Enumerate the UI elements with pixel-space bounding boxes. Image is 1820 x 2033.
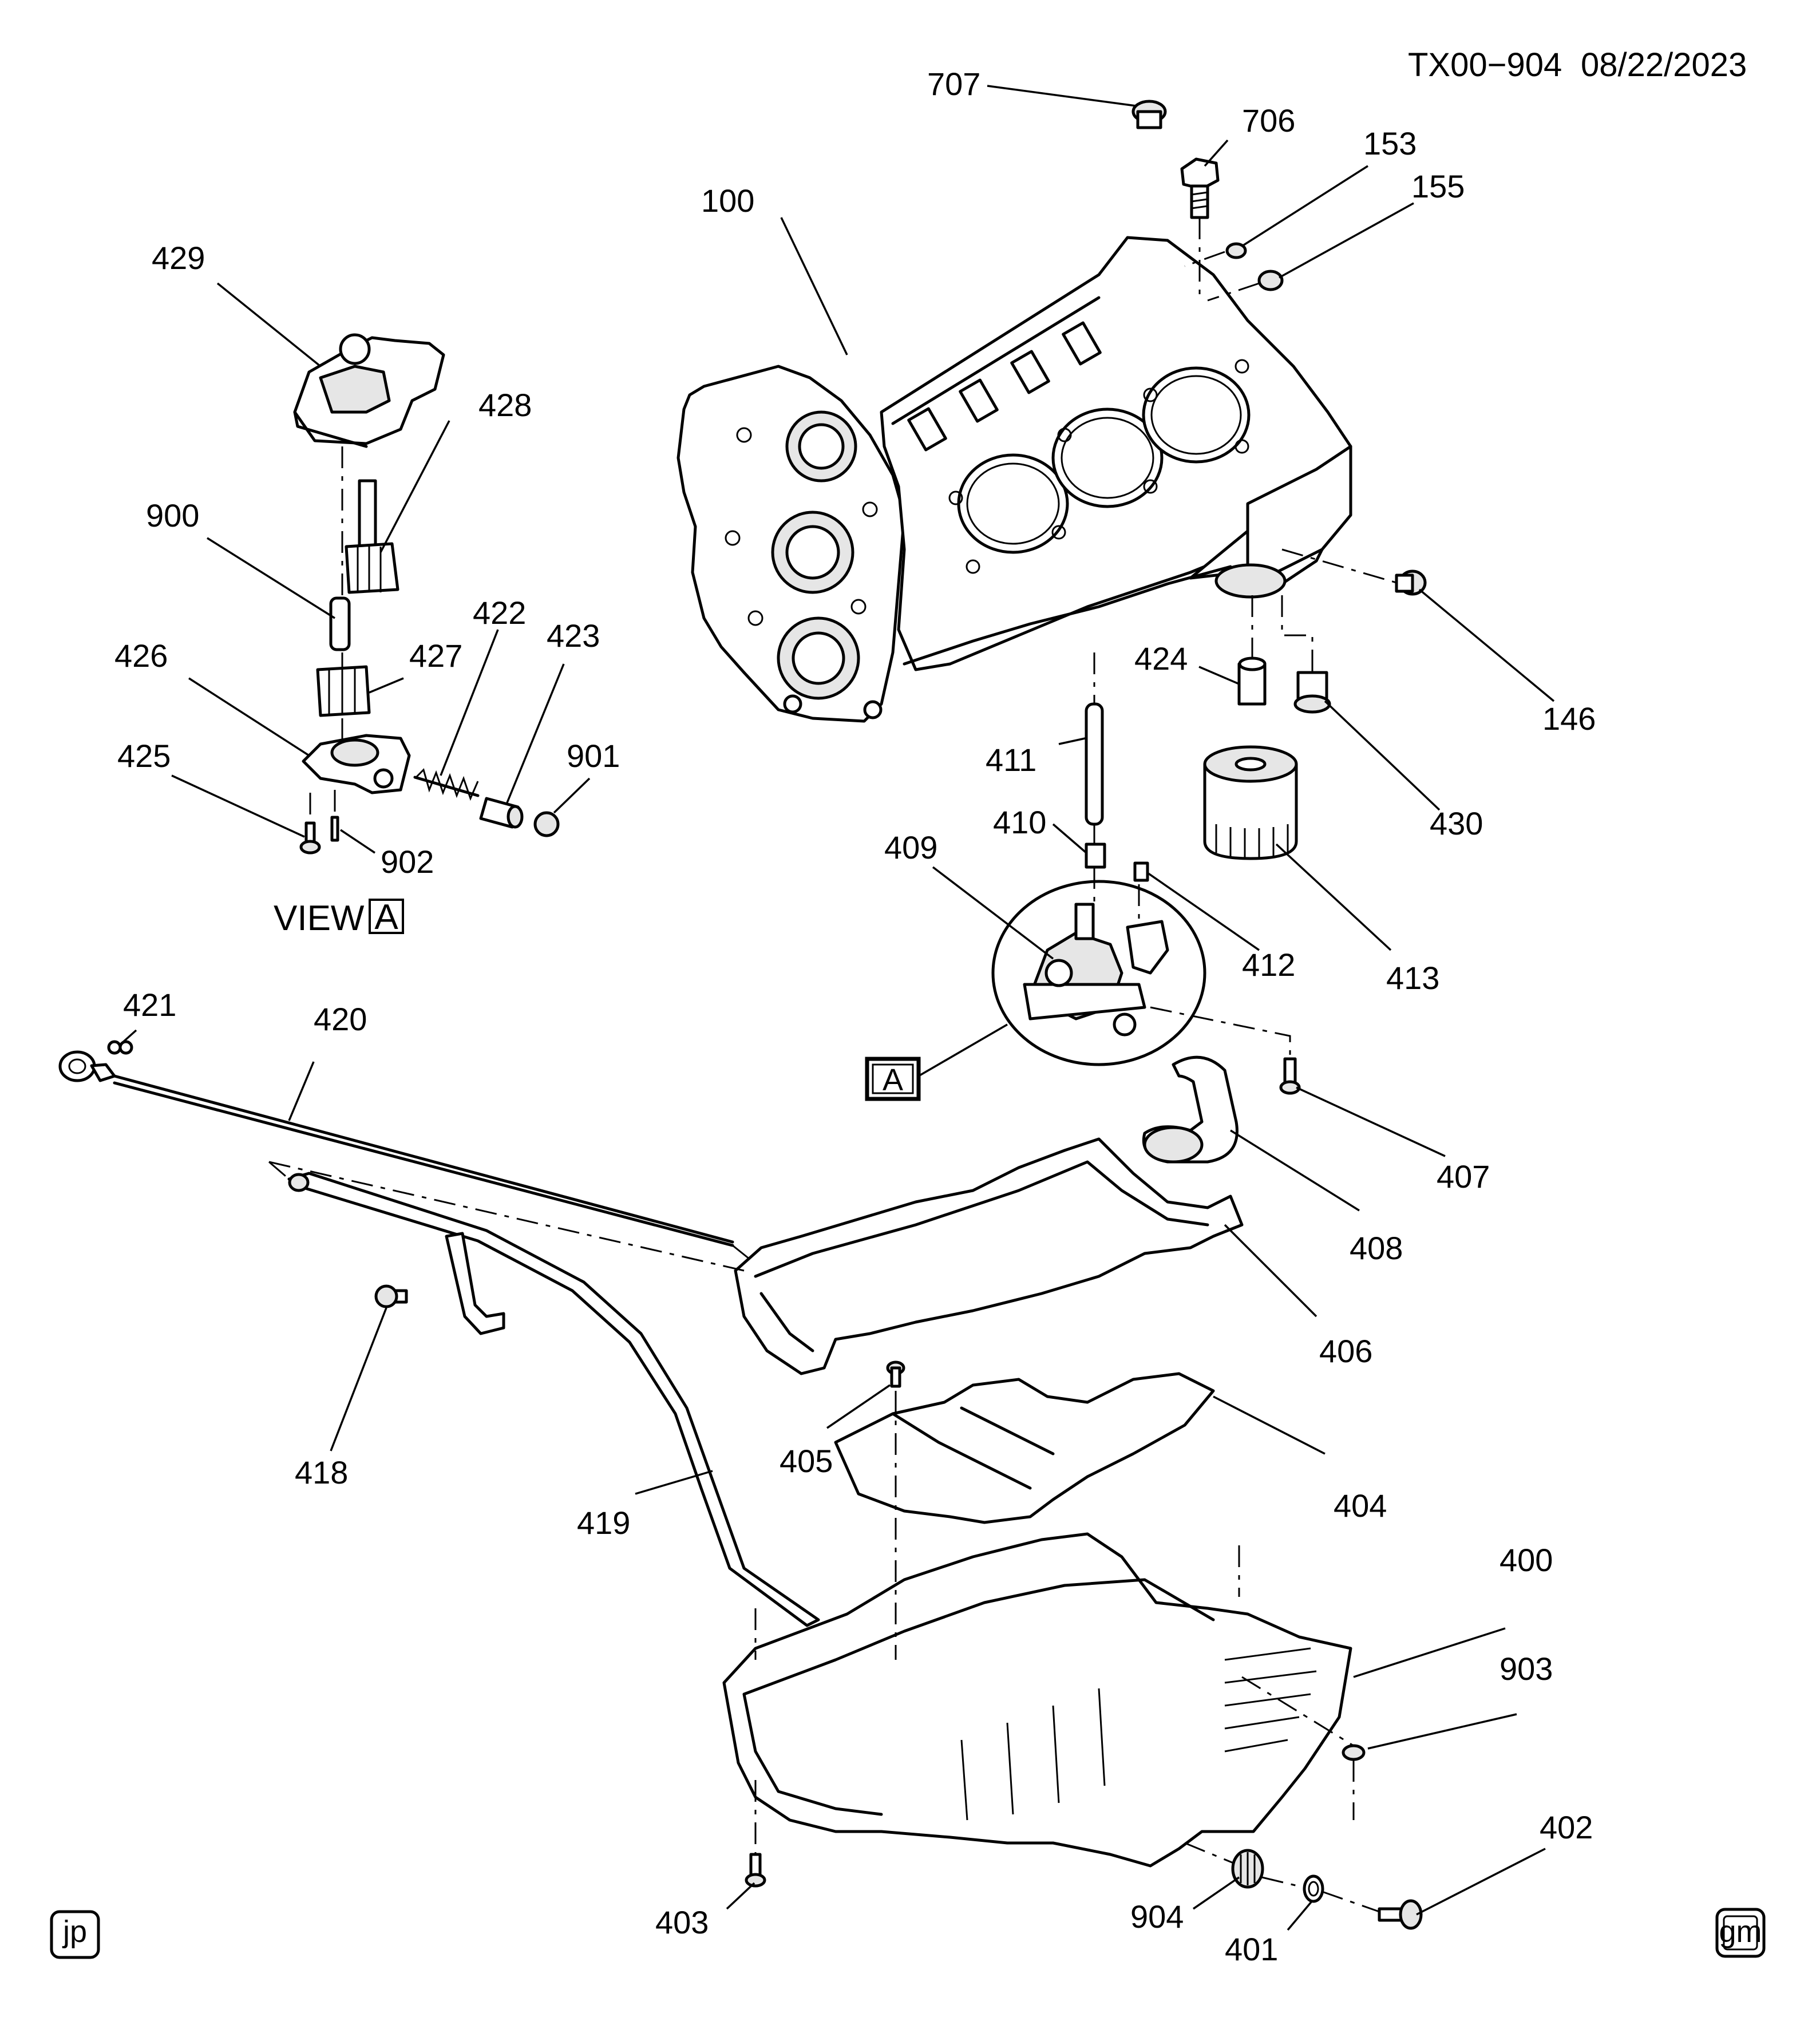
callout-419: 419 [577, 1505, 630, 1541]
callout-426: 426 [114, 638, 168, 674]
pump-body-part-426 [302, 734, 411, 794]
callout-labels: 707 706 153 155 100 146 424 430 411 410 … [114, 66, 1596, 1967]
callout-424: 424 [1134, 640, 1188, 677]
callout-155: 155 [1411, 168, 1465, 204]
gm-logo: gm [1715, 1908, 1766, 1958]
bolt-part-407 [1279, 1057, 1301, 1095]
bolt-part-403 [745, 1853, 766, 1888]
callout-410: 410 [993, 804, 1046, 840]
detail-view-a-circle [991, 880, 1206, 1066]
document-date: 08/22/2023 [1581, 46, 1747, 84]
callout-413: 413 [1386, 960, 1439, 996]
callout-427: 427 [409, 638, 462, 674]
callout-146: 146 [1542, 701, 1596, 737]
baffle-part-404 [834, 1372, 1215, 1524]
callout-404: 404 [1334, 1488, 1387, 1524]
pump-cover-part-429 [293, 333, 445, 448]
bolt-part-418 [374, 1284, 408, 1308]
plug-part-412 [1133, 861, 1149, 882]
view-label-text: VIEW [274, 899, 365, 938]
oil-filter-part-413 [1203, 745, 1298, 860]
callout-903: 903 [1499, 1651, 1553, 1687]
callout-420: 420 [314, 1001, 367, 1037]
callout-425: 425 [117, 738, 171, 774]
assembly-centerlines [268, 217, 1397, 1913]
callout-407: 407 [1437, 1158, 1490, 1195]
detail-reference-badge-a: A [865, 1057, 921, 1101]
gear-part-428 [345, 479, 399, 594]
plug-part-153 [1225, 242, 1247, 259]
view-label-ref: A [374, 897, 398, 937]
callout-400: 400 [1499, 1542, 1553, 1578]
bushing-part-410 [1085, 843, 1106, 869]
oil-pan-gasket-part-406 [734, 1137, 1244, 1375]
callout-100: 100 [701, 183, 754, 219]
callout-901: 901 [567, 738, 620, 774]
callout-405: 405 [780, 1443, 833, 1479]
callout-153: 153 [1363, 125, 1417, 161]
drain-plug-part-402 [1378, 1899, 1423, 1930]
diagram-header: TX00−904 08/22/2023 [1408, 46, 1747, 84]
sensor-part-706 [1180, 157, 1220, 219]
plug-part-707 [1131, 100, 1167, 129]
bolt-part-425 [299, 821, 321, 855]
gm-logo-text: gm [1719, 1915, 1762, 1949]
plug-part-901 [533, 811, 560, 837]
plug-part-155 [1257, 270, 1284, 291]
callout-423: 423 [547, 618, 600, 654]
callout-409: 409 [884, 829, 937, 865]
callout-408: 408 [1350, 1230, 1403, 1266]
corner-badge-left: jp [50, 1910, 100, 1959]
corner-badge-left-text: jp [62, 1915, 87, 1949]
callout-411: 411 [986, 742, 1036, 778]
callout-707: 707 [927, 66, 980, 102]
callout-900: 900 [146, 497, 199, 533]
callout-428: 428 [478, 387, 532, 423]
callout-418: 418 [295, 1454, 348, 1490]
adapter-part-430 [1293, 671, 1331, 714]
piston-part-423 [479, 797, 524, 829]
callout-403: 403 [655, 1904, 709, 1940]
nut-part-903 [1342, 1744, 1366, 1761]
leader-lines [119, 85, 1555, 1931]
callout-401: 401 [1225, 1931, 1278, 1967]
dipstick-part-420 [58, 1050, 734, 1247]
dipstick-seal-part-421 [107, 1040, 133, 1055]
plug-part-146 [1395, 569, 1427, 596]
pin-part-902 [330, 816, 339, 842]
view-a-label: VIEW A [274, 897, 404, 938]
washer-part-401 [1303, 1874, 1324, 1903]
callout-904: 904 [1130, 1898, 1184, 1935]
oil-pan-part-400 [722, 1532, 1352, 1868]
spring-part-422 [413, 768, 480, 801]
shaft-part-900 [329, 596, 351, 651]
fitting-part-424 [1237, 656, 1267, 706]
gear-part-427 [316, 665, 371, 717]
bolt-part-405 [886, 1360, 905, 1388]
shaft-part-411 [1085, 702, 1104, 826]
callout-429: 429 [152, 240, 205, 276]
spring-part-904 [1231, 1849, 1264, 1889]
detail-reference-letter: A [883, 1063, 903, 1097]
callout-902: 902 [381, 844, 434, 880]
callout-706: 706 [1242, 102, 1295, 139]
engine-block-part-100 [676, 236, 1352, 723]
callout-402: 402 [1540, 1809, 1593, 1845]
pickup-tube-part-408 [1142, 1055, 1239, 1164]
callout-406: 406 [1319, 1333, 1372, 1369]
callout-412: 412 [1242, 947, 1295, 983]
callout-422: 422 [473, 595, 526, 631]
document-id: TX00−904 [1408, 46, 1562, 84]
dipstick-tube-part-419 [287, 1172, 820, 1627]
callout-421: 421 [123, 987, 176, 1023]
callout-430: 430 [1430, 805, 1483, 841]
